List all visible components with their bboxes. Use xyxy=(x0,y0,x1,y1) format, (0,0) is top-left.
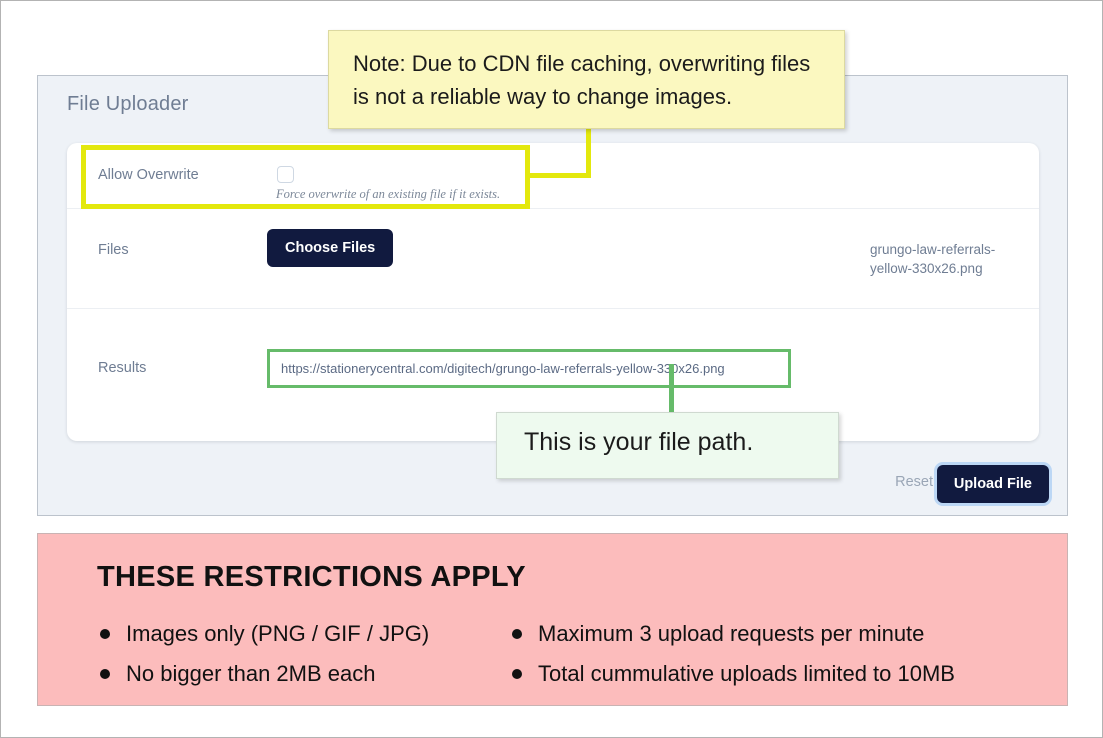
file-uploader-panel: File Uploader Allow Overwrite Force over… xyxy=(37,75,1068,516)
restriction-item: Total cummulative uploads limited to 10M… xyxy=(510,654,1050,694)
row-files: Files Choose Files grungo-law-referrals-… xyxy=(67,209,1039,309)
bullet-icon xyxy=(512,669,522,679)
yellow-connector-horizontal xyxy=(527,173,591,178)
bullet-icon xyxy=(512,629,522,639)
restrictions-column-left: Images only (PNG / GIF / JPG) No bigger … xyxy=(98,614,518,694)
green-note-callout: This is your file path. xyxy=(496,412,839,479)
bullet-icon xyxy=(100,669,110,679)
row-allow-overwrite: Allow Overwrite Force overwrite of an ex… xyxy=(67,143,1039,209)
restrictions-column-right: Maximum 3 upload requests per minute Tot… xyxy=(510,614,1050,694)
results-label: Results xyxy=(98,360,147,376)
allow-overwrite-checkbox[interactable] xyxy=(277,166,294,183)
restriction-text: Maximum 3 upload requests per minute xyxy=(538,621,925,646)
restriction-text: Total cummulative uploads limited to 10M… xyxy=(538,661,955,686)
restriction-item: Maximum 3 upload requests per minute xyxy=(510,614,1050,654)
yellow-note-text: Note: Due to CDN file caching, overwriti… xyxy=(353,51,811,109)
page-title: File Uploader xyxy=(67,93,189,115)
upload-file-button[interactable]: Upload File xyxy=(936,465,1049,503)
yellow-note-callout: Note: Due to CDN file caching, overwriti… xyxy=(328,30,845,129)
choose-files-button[interactable]: Choose Files xyxy=(267,229,394,267)
bullet-icon xyxy=(100,629,110,639)
files-label: Files xyxy=(98,242,129,258)
allow-overwrite-label: Allow Overwrite xyxy=(98,167,199,183)
restriction-text: No bigger than 2MB each xyxy=(126,661,376,686)
uploader-form-card: Allow Overwrite Force overwrite of an ex… xyxy=(67,143,1039,441)
restriction-item: No bigger than 2MB each xyxy=(98,654,518,694)
yellow-connector-vertical xyxy=(586,129,591,178)
restriction-item: Images only (PNG / GIF / JPG) xyxy=(98,614,518,654)
green-note-text: This is your file path. xyxy=(524,428,754,456)
restrictions-panel: THESE RESTRICTIONS APPLY Images only (PN… xyxy=(37,533,1068,706)
green-connector-vertical xyxy=(669,364,674,413)
row-results: Results https://stationerycentral.com/di… xyxy=(67,309,1039,441)
allow-overwrite-help-text: Force overwrite of an existing file if i… xyxy=(276,187,501,201)
restriction-text: Images only (PNG / GIF / JPG) xyxy=(126,621,430,646)
restrictions-heading: THESE RESTRICTIONS APPLY xyxy=(97,561,526,593)
reset-button[interactable]: Reset xyxy=(889,473,939,491)
selected-file-name: grungo-law-referrals-yellow-330x26.png xyxy=(870,242,996,276)
result-url-field[interactable]: https://stationerycentral.com/digitech/g… xyxy=(267,349,791,388)
